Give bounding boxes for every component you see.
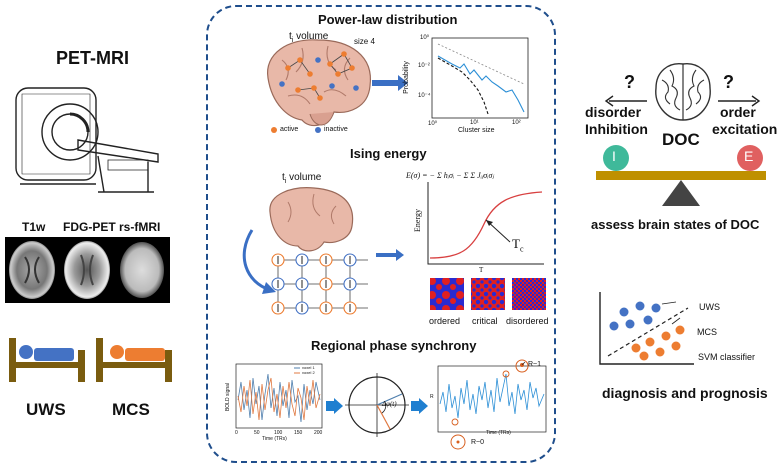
ts-legend-2: voxel 2 (302, 370, 315, 375)
ordered-pattern (430, 278, 464, 310)
uws-patient-bed (9, 338, 85, 382)
question-mark-right: ? (723, 72, 734, 92)
power-law-title: Power-law distribution (318, 12, 458, 27)
ising-formula: E(σ) = − Σ hᵢσᵢ − Σ Σ Jᵢⱼσᵢσⱼ (406, 171, 494, 180)
ts-ylabel: BOLD signal (225, 382, 232, 412)
critical-pattern (471, 278, 505, 310)
pattern-label-critical: critical (472, 316, 498, 326)
bold-timeseries-plot (235, 363, 323, 429)
pet-mri-title: PET-MRI (56, 48, 130, 68)
power-ytick-0: 10⁰ (420, 35, 430, 41)
rs-fmri-scan (120, 242, 164, 298)
ts-legend-1: voxel 1 (302, 365, 315, 370)
temperature-xlabel: T (479, 266, 484, 274)
order-parameter-plot (437, 359, 547, 450)
active-brain-illustration (267, 39, 371, 133)
ts-xlabel: Time (TRs) (262, 436, 287, 442)
tc-subscript: c (519, 244, 524, 254)
legend-active-dot (271, 127, 277, 133)
ising-brain-lattice (242, 187, 368, 315)
r-ylabel: R (430, 394, 434, 400)
volume-subscript-ising: i (284, 178, 287, 185)
volume-letter-ising: t (282, 172, 285, 183)
arrow-sync-2 (411, 398, 428, 414)
scatter-mcs-label: MCS (697, 327, 717, 337)
ts-xtick-0: 0 (235, 430, 238, 436)
excitation-label: excitation (712, 121, 778, 137)
volume-suffix: volume (293, 31, 329, 42)
t1w-scan (9, 241, 55, 299)
power-xlabel: Cluster size (458, 127, 495, 134)
scanner-illustration (15, 87, 159, 193)
order-label: order (720, 104, 756, 120)
uws-label: UWS (26, 400, 66, 419)
diagnosis-label: diagnosis and prognosis (602, 385, 768, 401)
tc-label: Tc (512, 236, 524, 254)
curved-arrow-icon (242, 229, 271, 292)
volume-subscript: i (291, 37, 294, 44)
legend-inactive-dot (315, 127, 321, 133)
pattern-label-disordered: disordered (506, 316, 549, 326)
ts-xtick-4: 200 (314, 430, 323, 436)
r-low-label: R~0 (471, 439, 485, 446)
pattern-label-ordered: ordered (429, 316, 461, 326)
power-ylabel: Probability (402, 61, 410, 94)
r-low-marker (450, 434, 466, 450)
arrow-sync-1 (326, 398, 343, 414)
ts-xtick-2: 100 (274, 430, 283, 436)
volume-suffix-ising: volume (286, 172, 322, 183)
ts-xtick-1: 50 (254, 430, 260, 436)
legend-inactive-label: inactive (324, 126, 348, 133)
arrow-left-icon (604, 95, 647, 107)
volume-letter: t (289, 31, 292, 42)
fdg-pet-scan (64, 241, 110, 299)
power-xtick-2: 10² (512, 120, 521, 126)
volume-label-ising: ti volume (282, 172, 321, 185)
phase-circle (345, 373, 409, 437)
disordered-pattern (512, 278, 546, 310)
balance-scale (596, 145, 766, 206)
scan-label-rs-fmri: rs-fMRI (119, 220, 161, 234)
sync-title: Regional phase synchrony (311, 338, 477, 353)
mcs-patient-bed (96, 338, 172, 382)
arrow-right-icon (718, 95, 761, 107)
r-high-label: R~1 (528, 361, 542, 368)
r-high-marker (515, 359, 529, 373)
energy-ylabel: Energy (412, 209, 422, 232)
power-xtick-0: 10⁰ (428, 121, 438, 127)
methods-panel (206, 5, 556, 463)
doc-brain-icon (655, 63, 711, 121)
svm-scatter-plot (599, 292, 694, 365)
scatter-uws-label: UWS (699, 302, 720, 312)
excitation-ball-label: E (744, 148, 754, 164)
power-ytick-2: 10⁻⁴ (418, 93, 431, 99)
scatter-svm-label: SVM classifier (698, 352, 756, 362)
mcs-label: MCS (112, 400, 150, 419)
ts-xtick-3: 150 (294, 430, 303, 436)
ising-spin-patterns (430, 278, 546, 310)
size-label: size 4 (354, 37, 375, 46)
ising-energy-plot (427, 182, 544, 265)
assess-label: assess brain states of DOC (591, 217, 760, 232)
doc-label: DOC (662, 130, 700, 149)
arrow-power (372, 75, 408, 91)
arrow-ising (376, 249, 404, 261)
scan-label-fdg-pet: FDG-PET (63, 220, 116, 234)
inhibition-ball-label: I (612, 148, 616, 164)
r-xlabel: Time (TRs) (486, 430, 511, 436)
phase-angle-label: Δφ(t) (382, 400, 397, 408)
brain-scans-strip (5, 237, 170, 303)
question-mark-left: ? (624, 72, 635, 92)
inhibition-label: Inhibition (585, 121, 648, 137)
volume-label-power: ti volume (289, 31, 328, 44)
ising-title: Ising energy (350, 146, 427, 161)
disorder-label: disorder (585, 104, 642, 120)
tc-letter: T (512, 236, 520, 251)
scan-label-t1w: T1w (22, 220, 46, 234)
power-ytick-1: 10⁻² (418, 63, 430, 69)
power-xtick-1: 10¹ (470, 120, 479, 126)
power-law-plot (431, 37, 529, 119)
legend-active-label: active (280, 126, 299, 133)
